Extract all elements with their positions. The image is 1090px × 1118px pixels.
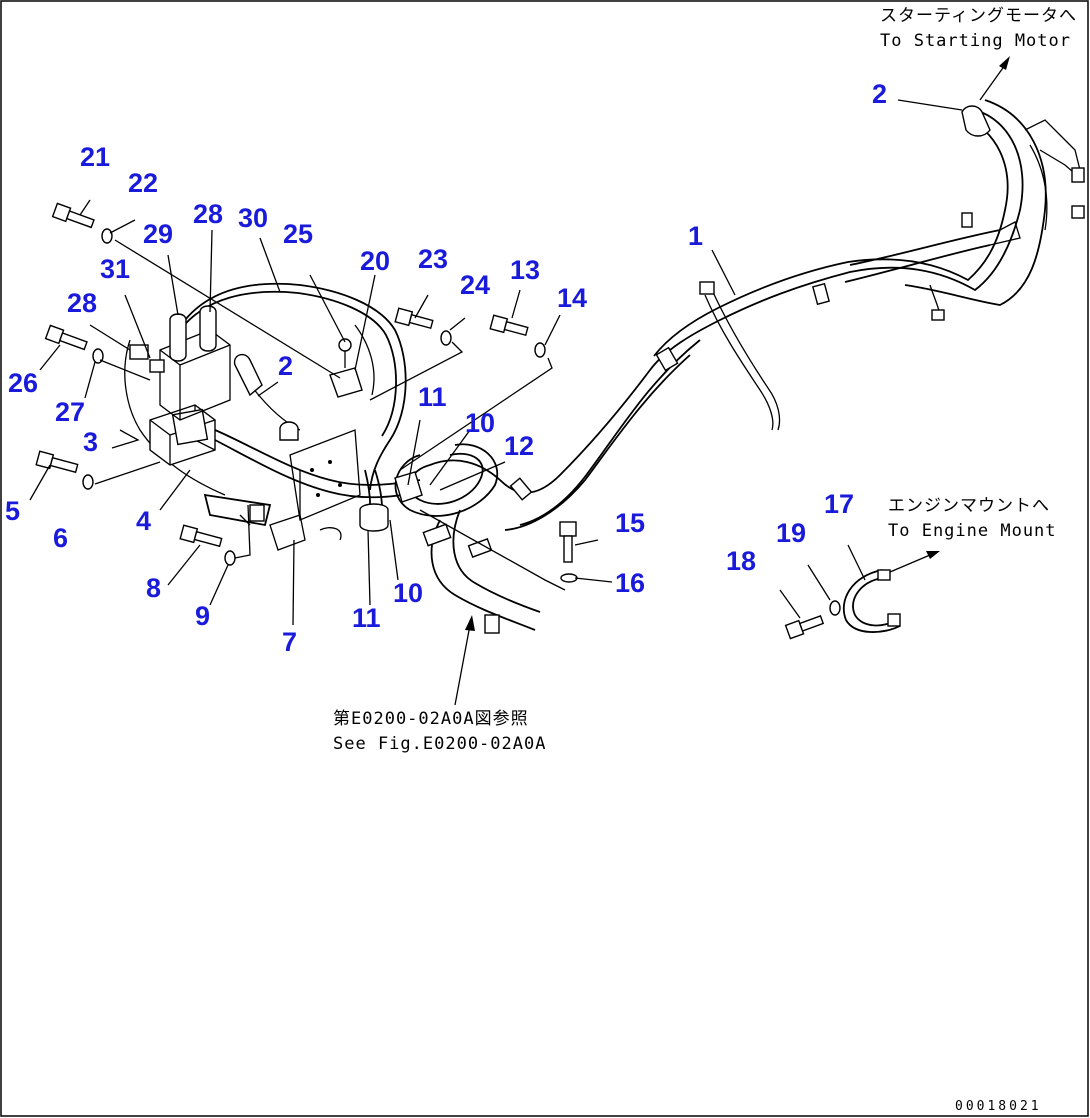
- callout-10-upper: 10: [465, 408, 495, 438]
- note-engine-jp: エンジンマウントへ: [888, 496, 1050, 516]
- callout-31: 31: [100, 254, 130, 284]
- callout-21: 21: [80, 142, 110, 172]
- note-starting-jp: スターティングモータへ: [880, 6, 1077, 26]
- callout-11-upper: 11: [418, 382, 447, 412]
- note-fig-en: See Fig.E0200-02A0A: [333, 734, 546, 754]
- note-starting-en: To Starting Motor: [880, 31, 1071, 51]
- callout-7: 7: [282, 627, 297, 657]
- callout-28-left: 28: [67, 288, 97, 318]
- washer-22: [101, 228, 113, 244]
- note-engine-en: To Engine Mount: [888, 521, 1057, 541]
- callout-9: 9: [195, 601, 210, 631]
- note-fig-jp: 第E0200-02A0A図参照: [333, 709, 529, 729]
- callout-23: 23: [418, 244, 448, 274]
- callout-18: 18: [726, 546, 756, 576]
- callout-11-lower: 11: [352, 603, 381, 633]
- drawing-code: 00018021: [955, 1099, 1042, 1114]
- callout-10-lower: 10: [393, 578, 423, 608]
- callout-15: 15: [615, 508, 645, 538]
- callout-3: 3: [83, 427, 98, 457]
- callout-2-mid: 2: [278, 351, 293, 381]
- callout-20: 20: [360, 246, 390, 276]
- callout-numbers: 2 1 2 3 4 5 6 7 8 9 10 10 11 11 12 13 14…: [5, 79, 887, 657]
- callout-8: 8: [146, 573, 161, 603]
- callout-16: 16: [615, 568, 645, 598]
- bolt-21: [51, 202, 95, 229]
- callout-12: 12: [504, 431, 534, 461]
- callout-14: 14: [557, 283, 587, 313]
- callout-27: 27: [55, 397, 85, 427]
- callout-26: 26: [8, 368, 38, 398]
- callout-30: 30: [238, 203, 268, 233]
- battery-relay-assembly: [124, 282, 423, 551]
- callout-24: 24: [460, 270, 490, 300]
- callout-4: 4: [136, 506, 151, 536]
- callout-6: 6: [53, 523, 68, 553]
- callout-17: 17: [824, 489, 854, 519]
- callout-5: 5: [5, 496, 20, 526]
- callout-22: 22: [128, 168, 158, 198]
- callout-25: 25: [283, 219, 313, 249]
- callout-2-top: 2: [872, 79, 887, 109]
- notes: スターティングモータへ To Starting Motor エンジンマウントへ …: [333, 6, 1077, 1114]
- callout-13: 13: [510, 255, 540, 285]
- wiring-harness: [429, 56, 1085, 531]
- callout-28-top: 28: [193, 199, 223, 229]
- loose-hardware: [35, 202, 940, 640]
- callout-29: 29: [143, 219, 173, 249]
- callout-19: 19: [776, 518, 806, 548]
- callout-1: 1: [688, 221, 703, 251]
- leader-lines: [29, 99, 963, 626]
